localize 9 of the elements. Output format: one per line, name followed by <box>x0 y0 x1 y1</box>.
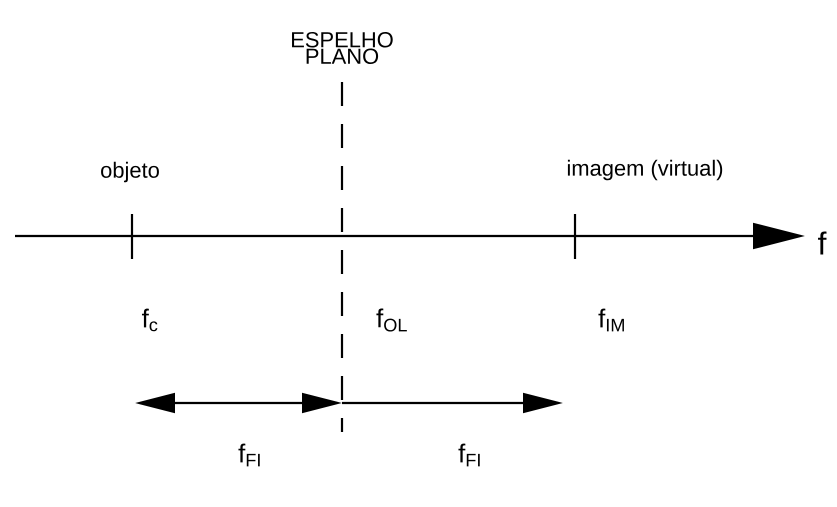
frequency-label: f$_{FI}$ <box>238 444 260 466</box>
axis-label: f <box>818 231 826 255</box>
frequency-label: f$_{IM}$ <box>598 308 624 332</box>
image-label: imagem (virtual) <box>568 160 722 180</box>
frequency-label: f$_{FI}$ <box>458 444 480 466</box>
mirror-label: ESPELHO PLANO <box>292 32 393 64</box>
frequency-label: f$_{c}$ <box>142 308 158 332</box>
object-label: objeto <box>101 162 159 182</box>
frequency-label: f$_{OL}$ <box>376 308 407 332</box>
